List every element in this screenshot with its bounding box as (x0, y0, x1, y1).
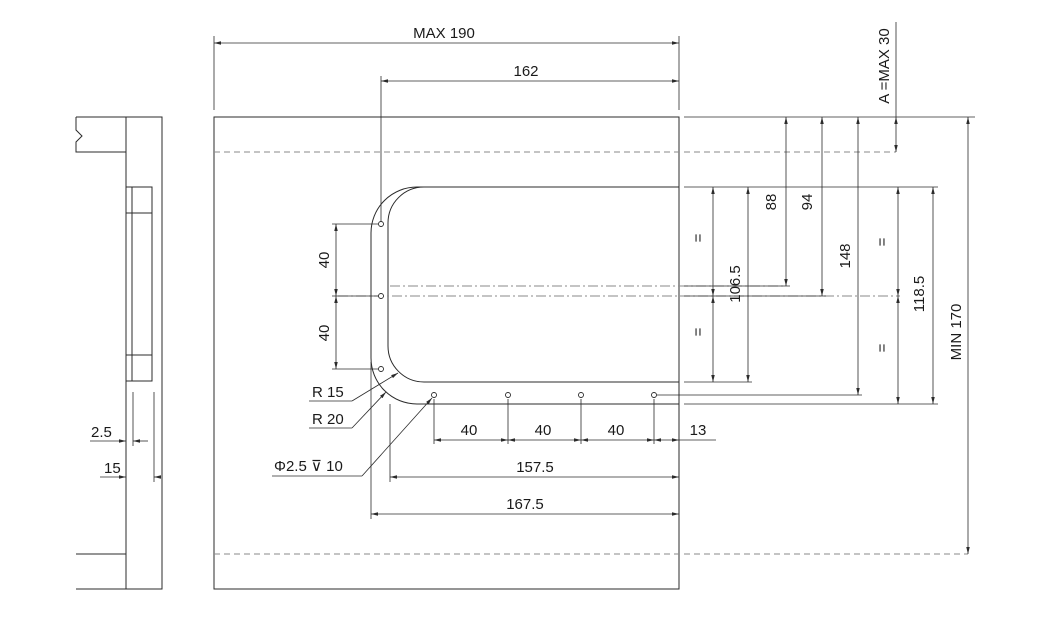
side-view: 2.5 15 (75, 116, 163, 590)
front-view (213, 116, 968, 590)
dim-max190-label: MAX 190 (413, 25, 475, 42)
right-dimensions: 88 94 148 = = 106.5 = = 118.5 MIN 170 (657, 116, 975, 554)
dim-148-label: 148 (837, 243, 854, 268)
r15-label: R 15 (312, 384, 344, 401)
dim-h40-3-label: 40 (608, 422, 625, 439)
dim-h40-2-label: 40 (535, 422, 552, 439)
dim-15-label: 15 (104, 460, 121, 477)
hole-row-4 (651, 392, 657, 398)
wall-break-top (75, 117, 126, 153)
recess-section (125, 186, 153, 382)
bottom-dimensions: 40 40 40 13 157.5 167.5 (370, 362, 716, 520)
top-dimensions: MAX 190 162 A =MAX 30 (213, 22, 897, 222)
opening-inner (387, 186, 679, 383)
r20-label: R 20 (312, 411, 344, 428)
dim-13-label: 13 (690, 422, 707, 439)
dim-min170-label: MIN 170 (948, 304, 965, 361)
hole-row-2 (505, 392, 511, 398)
dim-2-5-label: 2.5 (91, 424, 112, 441)
plate-outline (213, 116, 680, 590)
dim-eq-label-1: = (690, 233, 707, 242)
dim-118-5-label: 118.5 (911, 276, 928, 312)
hole-row-1 (431, 392, 437, 398)
dim-106-5-label: 106.5 (727, 265, 744, 303)
opening-outer (370, 186, 679, 405)
hole-row-3 (578, 392, 584, 398)
dim-40-upper-label: 40 (316, 252, 333, 269)
dim-40-lower-label: 40 (316, 325, 333, 342)
dim-88-label: 88 (763, 194, 780, 211)
dim-94-label: 94 (799, 194, 816, 211)
hole-callout-label: Φ2.5 ⊽ 10 (274, 458, 343, 475)
hole-callout-leader (361, 397, 433, 477)
dim-162-label: 162 (513, 63, 538, 80)
dim-a-max30-label: A =MAX 30 (876, 28, 893, 103)
dim-h40-1-label: 40 (461, 422, 478, 439)
dim-157-5-label: 157.5 (516, 459, 554, 476)
hole-bottom (378, 366, 384, 372)
dim-eq-label-4: = (874, 343, 891, 352)
hole-middle (378, 293, 384, 299)
hole-top (378, 221, 384, 227)
r20-leader (351, 391, 387, 429)
dim-eq-label-2: = (690, 327, 707, 336)
dim-eq-label-3: = (874, 237, 891, 246)
dim-167-5-label: 167.5 (506, 496, 544, 513)
side-plate (125, 116, 163, 590)
left-dimensions: 40 40 R 15 R 20 Φ2.5 ⊽ 10 (272, 223, 433, 477)
r15-leader (351, 372, 399, 402)
